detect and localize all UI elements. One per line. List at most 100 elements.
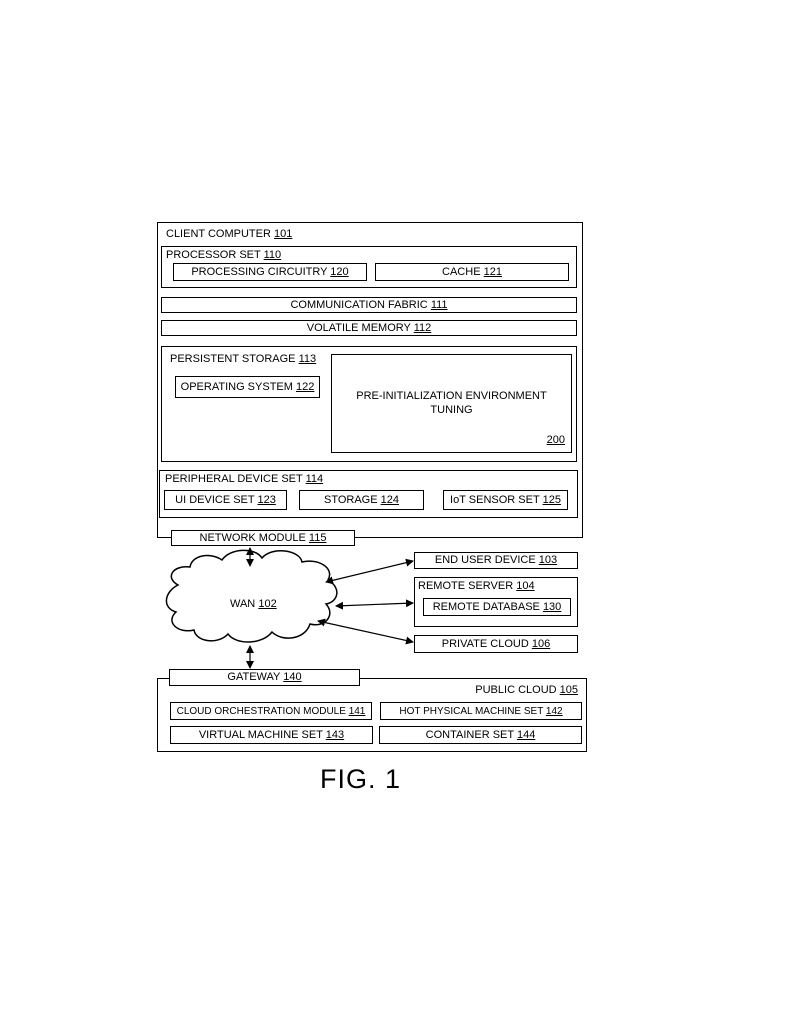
persistent-storage-label-text: PERSISTENT STORAGE [170,353,296,365]
host-physical-machine-set-box: HOT PHYSICAL MACHINE SET 142 [380,702,582,720]
link-wan-end-user-device [325,558,414,585]
peripheral-device-set-ref: 114 [305,473,324,485]
volatile-memory-label: VOLATILE MEMORY 112 [162,322,576,335]
pre-initialization-ref: 200 [546,434,565,446]
virtual-machine-set-label: VIRTUAL MACHINE SET 143 [171,729,372,742]
wan-label: WAN 102 [230,598,277,611]
storage-label: STORAGE 124 [300,494,423,507]
remote-database-label-text: REMOTE DATABASE [432,601,540,613]
ui-device-set-ref: 123 [257,494,276,506]
host-physical-machine-set-label: HOT PHYSICAL MACHINE SET 142 [381,705,581,718]
processor-set-label: PROCESSOR SET 110 [166,249,281,262]
public-cloud-ref: 105 [559,684,578,696]
container-set-box: CONTAINER SET 144 [379,726,582,744]
processing-circuitry-label: PROCESSING CIRCUITRY 120 [174,266,366,279]
remote-server-ref: 104 [516,580,535,592]
network-module-label-text: NETWORK MODULE [199,532,306,544]
iot-sensor-set-box: IoT SENSOR SET 125 [443,490,568,510]
communication-fabric-box: COMMUNICATION FABRIC 111 [161,297,577,313]
volatile-memory-label-text: VOLATILE MEMORY [306,322,411,334]
cloud-orchestration-module-label-text: CLOUD ORCHESTRATION MODULE [176,706,346,717]
client-computer-label: CLIENT COMPUTER 101 [166,228,292,241]
end-user-device-label-text: END USER DEVICE [434,554,536,566]
client-computer-label-text: CLIENT COMPUTER [166,228,271,240]
persistent-storage-ref: 113 [298,353,317,365]
ui-device-set-label: UI DEVICE SET 123 [165,494,286,507]
pre-initialization-line1: PRE-INITIALIZATION ENVIRONMENT [356,390,547,402]
persistent-storage-label: PERSISTENT STORAGE 113 [170,353,316,366]
virtual-machine-set-label-text: VIRTUAL MACHINE SET [198,729,323,741]
network-module-label: NETWORK MODULE 115 [172,532,354,545]
pre-initialization-line2: TUNING [430,404,473,416]
iot-sensor-set-label-text: IoT SENSOR SET [450,494,540,506]
figure-caption: FIG. 1 [320,764,402,794]
link-wan-remote-server [335,599,414,610]
wan-label-text: WAN [230,598,256,610]
cache-label: CACHE 121 [376,266,568,279]
processor-set-label-text: PROCESSOR SET [166,249,261,261]
end-user-device-label: END USER DEVICE 103 [415,554,577,567]
communication-fabric-label-text: COMMUNICATION FABRIC [290,299,428,311]
private-cloud-label-text: PRIVATE CLOUD [441,638,529,650]
operating-system-label: OPERATING SYSTEM 122 [176,381,319,394]
ui-device-set-box: UI DEVICE SET 123 [164,490,287,510]
end-user-device-ref: 103 [538,554,558,566]
ui-device-set-label-text: UI DEVICE SET [175,494,255,506]
network-module-ref: 115 [308,532,327,544]
remote-database-label: REMOTE DATABASE 130 [424,601,570,614]
private-cloud-label: PRIVATE CLOUD 106 [415,638,577,651]
processor-set-ref: 110 [263,249,282,261]
gateway-ref: 140 [283,671,302,683]
private-cloud-box: PRIVATE CLOUD 106 [414,635,578,653]
cache-box: CACHE 121 [375,263,569,281]
link-wan-private-cloud [317,618,414,645]
cache-label-text: CACHE [442,266,481,278]
host-physical-machine-set-label-text: HOT PHYSICAL MACHINE SET [399,706,544,717]
operating-system-box: OPERATING SYSTEM 122 [175,376,320,398]
storage-ref: 124 [380,494,399,506]
container-set-ref: 144 [516,729,536,741]
processing-circuitry-box: PROCESSING CIRCUITRY 120 [173,263,367,281]
processing-circuitry-label-text: PROCESSING CIRCUITRY [191,266,328,278]
pre-initialization-box: PRE-INITIALIZATION ENVIRONMENT TUNING 20… [331,354,572,453]
peripheral-device-set-label-text: PERIPHERAL DEVICE SET [165,473,303,485]
virtual-machine-set-ref: 143 [325,729,345,741]
cloud-orchestration-module-box: CLOUD ORCHESTRATION MODULE 141 [170,702,372,720]
peripheral-device-set-label: PERIPHERAL DEVICE SET 114 [165,473,323,486]
storage-box: STORAGE 124 [299,490,424,510]
wan-cloud-shape [165,549,338,643]
network-module-box: NETWORK MODULE 115 [171,530,355,546]
virtual-machine-set-box: VIRTUAL MACHINE SET 143 [170,726,373,744]
volatile-memory-box: VOLATILE MEMORY 112 [161,320,577,336]
cloud-orchestration-module-ref: 141 [348,706,366,717]
iot-sensor-set-ref: 125 [542,494,561,506]
gateway-label-text: GATEWAY [227,671,281,683]
volatile-memory-ref: 112 [413,322,432,334]
communication-fabric-label: COMMUNICATION FABRIC 111 [162,299,576,312]
end-user-device-box: END USER DEVICE 103 [414,552,578,569]
public-cloud-label-text: PUBLIC CLOUD [475,684,557,696]
remote-database-ref: 130 [542,601,562,613]
cloud-orchestration-module-label: CLOUD ORCHESTRATION MODULE 141 [171,705,371,718]
remote-server-label-text: REMOTE SERVER [418,580,514,592]
client-computer-ref: 101 [273,228,293,240]
cache-ref: 121 [483,266,502,278]
communication-fabric-ref: 111 [430,299,448,311]
wan-ref: 102 [258,598,277,610]
processing-circuitry-ref: 120 [330,266,349,278]
remote-database-box: REMOTE DATABASE 130 [423,598,571,616]
public-cloud-label: PUBLIC CLOUD 105 [475,684,578,697]
gateway-label: GATEWAY 140 [170,671,359,684]
gateway-box: GATEWAY 140 [169,669,360,686]
iot-sensor-set-label: IoT SENSOR SET 125 [444,494,567,507]
operating-system-label-text: OPERATING SYSTEM [180,381,293,393]
container-set-label: CONTAINER SET 144 [380,729,581,742]
private-cloud-ref: 106 [531,638,551,650]
host-physical-machine-set-ref: 142 [545,706,563,717]
storage-label-text: STORAGE [323,494,378,506]
remote-server-label: REMOTE SERVER 104 [418,580,535,593]
container-set-label-text: CONTAINER SET [425,729,514,741]
operating-system-ref: 122 [295,381,315,393]
